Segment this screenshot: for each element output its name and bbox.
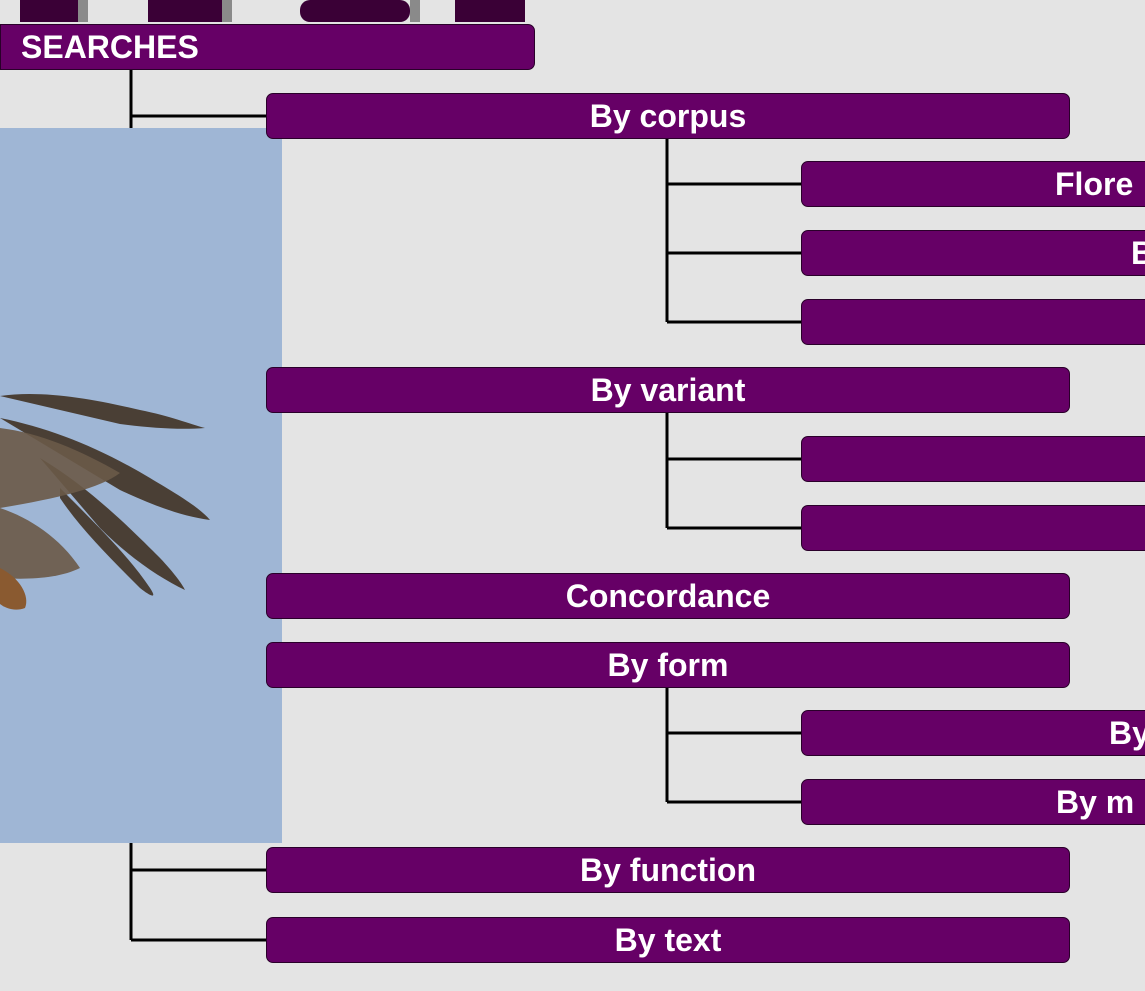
subcategory-node-flore[interactable]: Flore (801, 161, 1145, 207)
category-label: By text (614, 921, 722, 958)
root-node-label: SEARCHES (21, 28, 199, 65)
category-node-concordance[interactable]: Concordance (266, 573, 1070, 619)
subcategory-label: By m (1056, 783, 1135, 820)
category-node-by-form[interactable]: By form (266, 642, 1070, 688)
category-label: By function (580, 851, 756, 888)
root-node-searches[interactable]: SEARCHES (0, 24, 535, 70)
category-label: By corpus (589, 97, 747, 134)
bird-wing-image (0, 128, 282, 843)
logo-mark (20, 0, 525, 22)
subcategory-node-variant-2[interactable] (801, 505, 1145, 551)
subcategory-label: Flore (1055, 165, 1134, 202)
subcategory-node-variant-1[interactable] (801, 436, 1145, 482)
subcategory-node-b[interactable]: B (801, 230, 1145, 276)
category-node-by-function[interactable]: By function (266, 847, 1070, 893)
category-label: Concordance (565, 577, 771, 614)
category-node-by-text[interactable]: By text (266, 917, 1070, 963)
category-label: By variant (590, 371, 746, 408)
category-node-by-corpus[interactable]: By corpus (266, 93, 1070, 139)
bird-photo (0, 128, 282, 843)
subcategory-node-by[interactable]: By (801, 710, 1145, 756)
subcategory-node-corpus-3[interactable] (801, 299, 1145, 345)
subcategory-label: B (1131, 235, 1145, 272)
subcategory-node-by-m[interactable]: By m (801, 779, 1145, 825)
subcategory-label: By (1109, 714, 1145, 751)
category-node-by-variant[interactable]: By variant (266, 367, 1070, 413)
category-label: By form (607, 646, 729, 683)
